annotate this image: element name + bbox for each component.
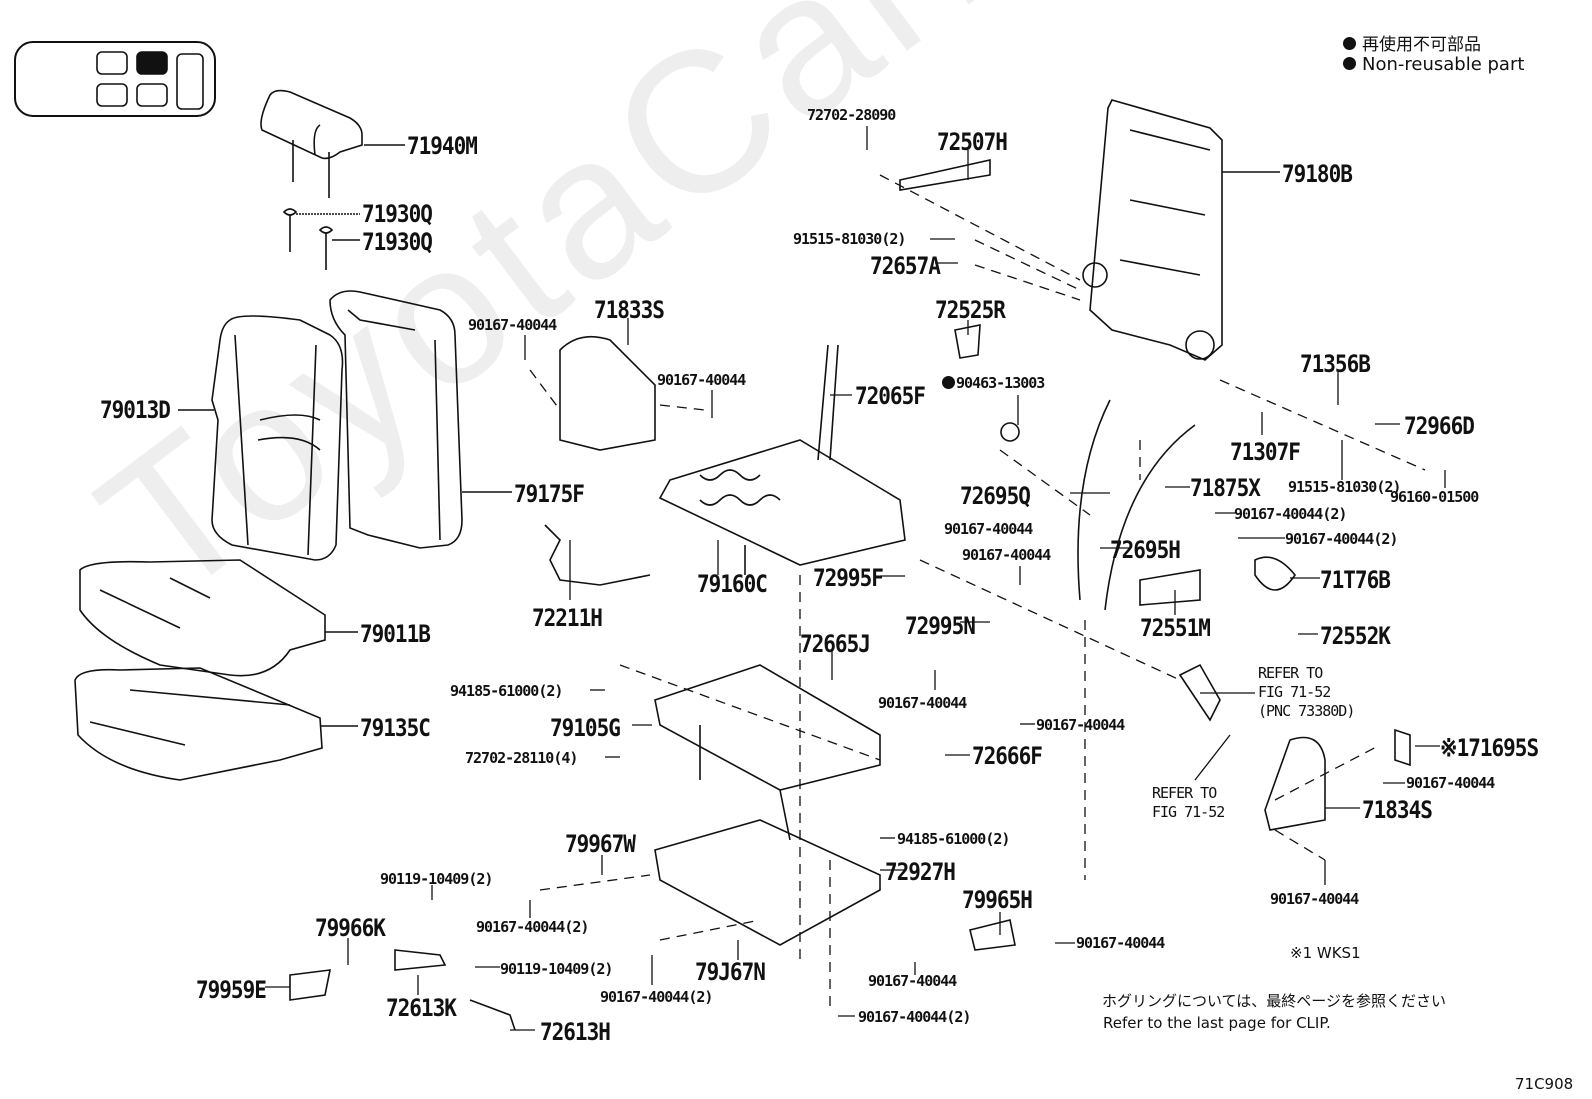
part-label[interactable]: 71307F	[1230, 438, 1301, 466]
non-reusable-part-label[interactable]: 90463-13003	[942, 374, 1045, 392]
part-label[interactable]: 72666F	[972, 742, 1043, 770]
part-label[interactable]: 90167-40044	[1076, 934, 1165, 952]
part-label[interactable]: 91515-81030(2)	[793, 230, 906, 248]
part-label[interactable]: 72551M	[1140, 614, 1211, 642]
part-label[interactable]: 79011B	[360, 620, 431, 648]
part-label[interactable]: 90167-40044	[1406, 774, 1495, 792]
part-label[interactable]: 91515-81030(2)	[1288, 478, 1401, 496]
non-reusable-dot-icon	[942, 376, 955, 389]
part-label[interactable]: 90167-40044	[962, 546, 1051, 564]
part-label[interactable]: 72695Q	[960, 482, 1031, 510]
figure-id: 71C908	[1515, 1075, 1574, 1093]
seatback-cover-drawing	[178, 290, 512, 561]
leader-lines	[265, 126, 1446, 1031]
part-label[interactable]: 72613H	[540, 1018, 611, 1046]
non-reusable-dot-icon	[1343, 37, 1356, 50]
part-label[interactable]: 90167-40044	[468, 316, 557, 334]
non-reusable-dot-icon	[1343, 57, 1356, 70]
part-label[interactable]: 79965H	[962, 886, 1033, 914]
part-label[interactable]: 71940M	[407, 132, 478, 160]
part-label[interactable]: 72995N	[905, 612, 976, 640]
part-label[interactable]: 79966K	[315, 914, 386, 942]
part-label[interactable]: 72665J	[800, 630, 871, 658]
part-label[interactable]: 72702-28090	[807, 106, 896, 124]
part-label[interactable]: 90167-40044	[878, 694, 967, 712]
part-label[interactable]: 72507H	[937, 128, 1008, 156]
legend-jp: 再使用不可部品	[1343, 30, 1481, 55]
part-label[interactable]: 90167-40044	[657, 371, 746, 389]
seat-locator-icon	[14, 41, 216, 117]
seat-frame-drawing	[654, 439, 906, 946]
part-label[interactable]: 72695H	[1110, 536, 1181, 564]
part-label[interactable]: 79967W	[565, 830, 636, 858]
seatback-frame-drawing	[1082, 99, 1280, 361]
refer-to-note-a[interactable]: REFER TO FIG 71-52 (PNC 73380D)	[1258, 664, 1355, 720]
clip-note-en: Refer to the last page for CLIP.	[1103, 1014, 1331, 1032]
part-label[interactable]: 72702-28110(4)	[465, 749, 578, 767]
part-label[interactable]: 72613K	[386, 994, 457, 1022]
part-label[interactable]: 90167-40044(2)	[1234, 505, 1347, 523]
clip-note-jp: ホグリングについては、最終ページを参照ください	[1102, 992, 1446, 1010]
part-label[interactable]: 90119-10409(2)	[380, 870, 493, 888]
part-label[interactable]: 71834S	[1362, 796, 1433, 824]
wks-note: ※1 WKS1	[1290, 944, 1361, 962]
part-label[interactable]: ※171695S	[1440, 734, 1539, 762]
part-label[interactable]: 72995F	[813, 564, 884, 592]
part-label[interactable]: 72966D	[1404, 412, 1475, 440]
part-label[interactable]: 90167-40044	[868, 972, 957, 990]
part-label[interactable]: 71356B	[1300, 350, 1371, 378]
part-label[interactable]: 71T76B	[1320, 566, 1391, 594]
part-label[interactable]: 72552K	[1320, 622, 1391, 650]
part-label[interactable]: 79135C	[360, 714, 431, 742]
part-label[interactable]: 90167-40044	[944, 520, 1033, 538]
part-label[interactable]: 90167-40044	[1270, 890, 1359, 908]
part-label[interactable]: 79J67N	[695, 958, 766, 986]
part-label[interactable]: 72525R	[935, 296, 1006, 324]
part-label[interactable]: 94185-61000(2)	[897, 830, 1010, 848]
assembly-guide-lines	[529, 174, 1426, 1010]
part-label[interactable]: 94185-61000(2)	[450, 682, 563, 700]
part-label[interactable]: 79175F	[514, 480, 585, 508]
part-label[interactable]: 79180B	[1282, 160, 1353, 188]
part-label[interactable]: 72927H	[885, 858, 956, 886]
part-label[interactable]: 79105G	[550, 714, 621, 742]
part-label[interactable]: 71833S	[594, 296, 665, 324]
part-label[interactable]: 72065F	[855, 382, 926, 410]
headrest-drawing	[260, 89, 405, 270]
part-label[interactable]: 90119-10409(2)	[500, 960, 613, 978]
refer-to-note-b[interactable]: REFER TO FIG 71-52	[1152, 784, 1225, 821]
seat-cushion-drawing	[74, 559, 358, 781]
part-label[interactable]: 71930Q	[362, 200, 433, 228]
legend-en: Non-reusable part	[1343, 54, 1524, 75]
part-label[interactable]: 71875X	[1190, 474, 1261, 502]
part-label[interactable]: 71930Q	[362, 228, 433, 256]
part-label[interactable]: 90167-40044	[1036, 716, 1125, 734]
part-label[interactable]: 79959E	[196, 976, 267, 1004]
part-label[interactable]: 90167-40044(2)	[1285, 530, 1398, 548]
part-label[interactable]: 72211H	[532, 604, 603, 632]
part-label[interactable]: 72657A	[870, 252, 941, 280]
part-label[interactable]: 90167-40044(2)	[858, 1008, 971, 1026]
misc-parts-drawing	[289, 159, 1411, 1031]
part-label[interactable]: 90167-40044(2)	[476, 918, 589, 936]
part-label[interactable]: 96160-01500	[1390, 488, 1479, 506]
part-label[interactable]: 79160C	[697, 570, 768, 598]
part-label[interactable]: 79013D	[100, 396, 171, 424]
part-label[interactable]: 90167-40044(2)	[600, 988, 713, 1006]
